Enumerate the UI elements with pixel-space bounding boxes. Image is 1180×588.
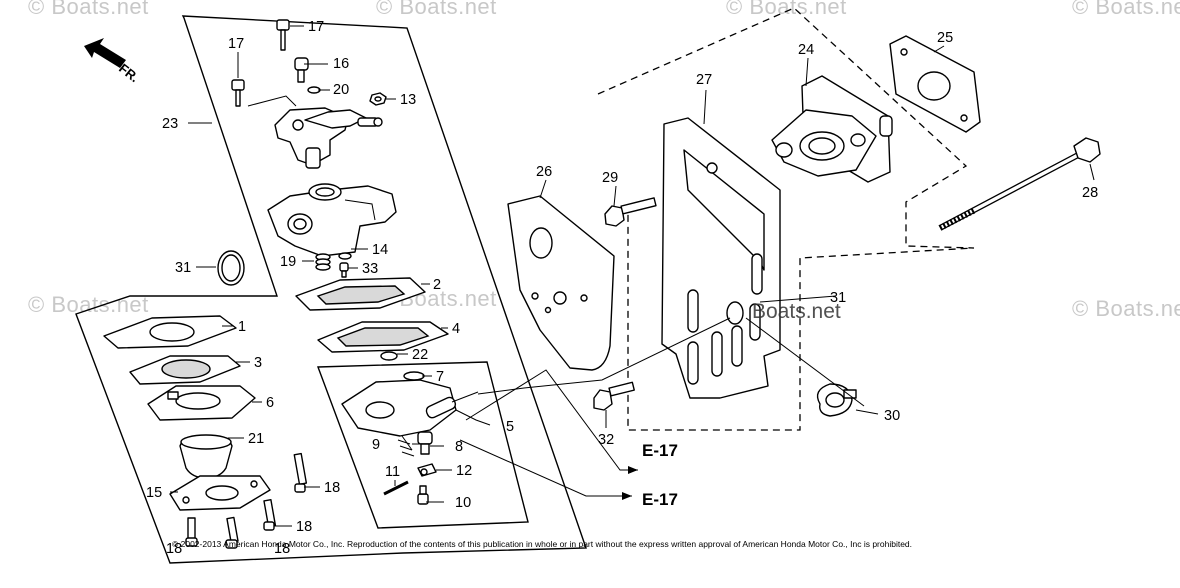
fuel-pump-body-6 [147,385,256,421]
stud-bolt-28 [938,137,1101,231]
part-number-3: 3 [254,355,262,371]
part-number-18-bottom-left: 18 [166,541,182,557]
screw-18-lower-left [185,517,198,547]
throttle-body [267,183,397,257]
part-number-4: 4 [452,321,460,337]
leader-lines [170,25,1095,527]
part-number-11: 11 [385,464,400,480]
gasket-2 [295,277,426,311]
part-number-9: 9 [372,437,380,453]
watermark-mid-right: © Boats.net [1072,296,1180,321]
part-number-16: 16 [333,56,349,72]
part-number-15: 15 [146,485,162,501]
screw-16 [294,57,309,83]
carburetor-body-subgroup-outline [317,361,529,529]
o-ring-31-left [217,250,245,286]
part-number-30: 30 [884,408,900,424]
part-number-32: 32 [598,432,614,448]
watermark-top-left: © Boats.net [28,0,149,19]
reference-e17-lower[interactable]: E-17 [642,490,678,509]
part-number-19: 19 [280,254,296,270]
bracket-27 [661,117,781,399]
gasket-25 [889,35,981,133]
gasket-1 [103,315,237,349]
reference-e17-upper[interactable]: E-17 [642,441,678,460]
screw-17-upper [276,19,290,51]
watermark-top-far-right: © Boats.net [1072,0,1180,19]
part-number-18-right: 18 [324,480,340,496]
bracket-group-outline [597,7,975,431]
screw-10 [417,485,429,505]
part-number-24: 24 [798,42,814,58]
nut-13 [369,92,387,106]
carburetor-body-5 [341,379,479,437]
part-number-5: 5 [506,419,514,435]
screw-18-bottom [225,516,239,549]
screw-18-lower-right [263,498,277,531]
insulator-plate-26 [507,195,615,371]
part-number-17-left: 17 [228,36,244,52]
hose-clamp-30 [816,383,857,417]
bolt-29 [604,197,657,227]
part-number-29: 29 [602,170,618,186]
copyright-notice: © 2002-2013 American Honda Motor Co., In… [172,539,913,549]
ring-22 [380,351,398,361]
watermark-top-right: © Boats.net [726,0,847,19]
part-number-27: 27 [696,72,712,88]
o-ring-7 [403,371,425,381]
pin-11 [383,480,409,496]
part-number-33: 33 [362,261,378,277]
watermark-overlay: Boats.net [752,300,841,323]
part-number-7: 7 [436,369,444,385]
part-number-6: 6 [266,395,274,411]
part-number-28: 28 [1082,185,1098,201]
part-number-21: 21 [248,431,264,447]
part-number-10: 10 [455,495,471,511]
part-number-18-lower-right: 18 [296,519,312,535]
diaphragm-3 [129,355,241,385]
clip-12 [417,463,437,477]
part-number-18-bottom: 18 [274,541,290,557]
lever-assembly [274,107,383,169]
part-number-12: 12 [456,463,472,479]
gasket-4 [317,321,449,353]
part-number-25: 25 [937,30,953,46]
part-number-2: 2 [433,277,441,293]
watermark-top-center: © Boats.net [376,0,497,19]
seal-14 [338,252,352,260]
part-number-8: 8 [455,439,463,455]
spring-9 [397,435,415,457]
pilot-screw-8 [417,431,433,455]
bolt-32 [593,381,635,411]
carburetor-assembly-outline [75,15,587,564]
screw-17-left [231,79,245,107]
part-number-1: 1 [238,319,246,335]
part-number-26: 26 [536,164,552,180]
primer-bulb-21 [179,434,233,479]
part-number-23: 23 [162,116,178,132]
part-number-14: 14 [372,242,388,258]
arrow-icon-e17-upper [628,466,638,474]
part-number-13: 13 [400,92,416,108]
screw-18-right [293,452,308,493]
arrow-icon-e17-lower [622,492,632,500]
cover-15 [169,475,271,511]
part-number-22: 22 [412,347,428,363]
front-direction-arrow-icon [84,38,126,68]
intake-manifold-24 [771,75,893,183]
part-number-17-top: 17 [308,19,324,35]
part-number-20: 20 [333,82,349,98]
part-number-31-right: 31 [830,290,846,306]
part-number-31-left: 31 [175,260,191,276]
spring-19 [315,253,331,271]
screw-33 [339,262,349,278]
